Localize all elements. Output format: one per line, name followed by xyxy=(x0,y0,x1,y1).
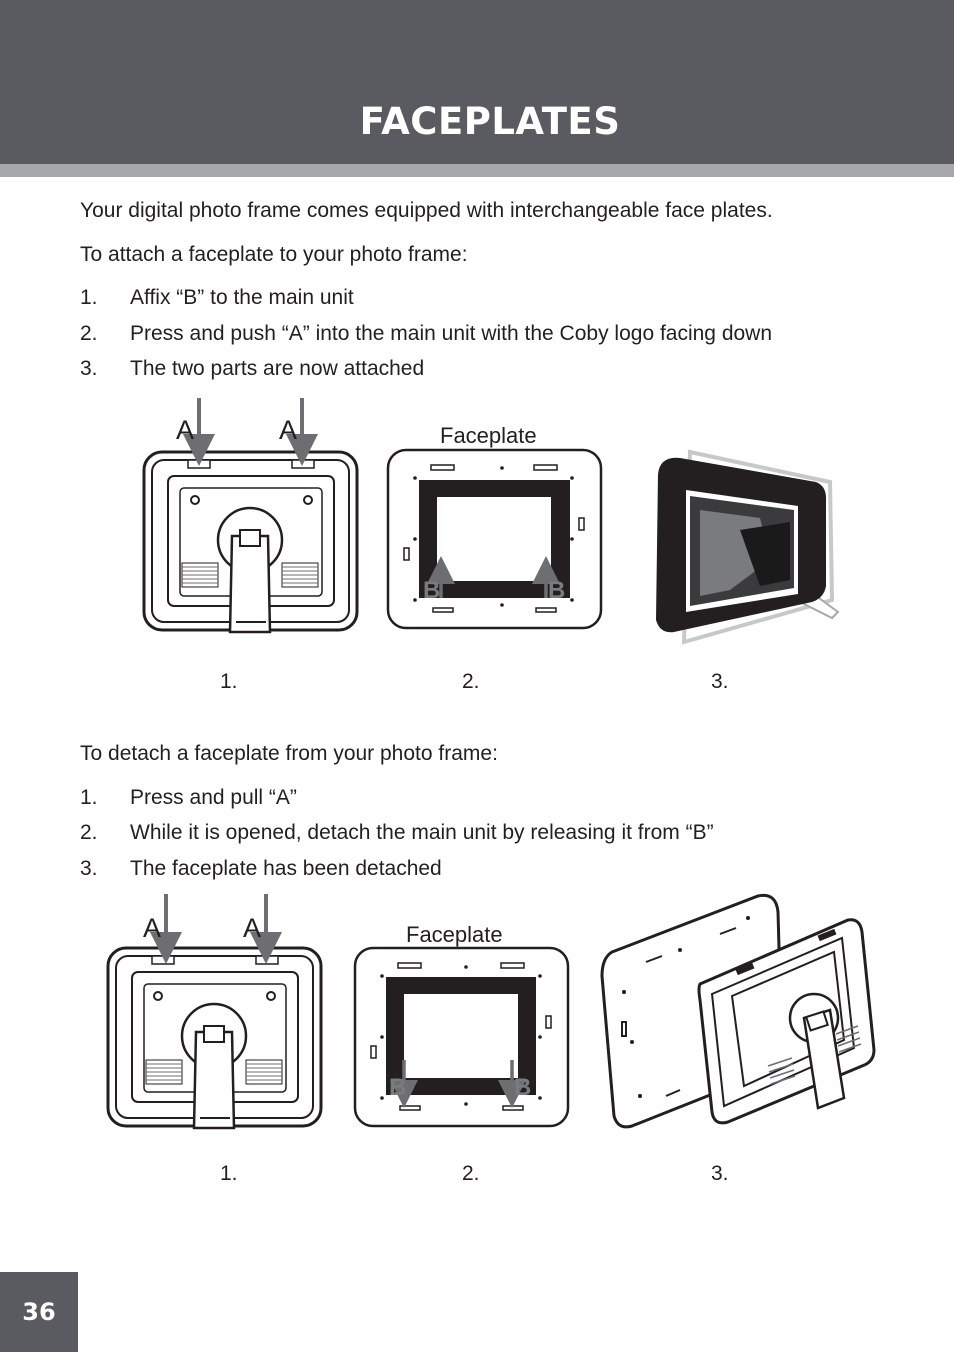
page-title: FACEPLATES xyxy=(359,100,621,143)
attach-step-1-number: 1. xyxy=(80,286,98,309)
attach-label-b-right: B xyxy=(548,577,565,604)
attach-figure: A A Faceplate B B xyxy=(142,398,840,645)
detached-parts-illustration xyxy=(600,893,876,1129)
intro-text: Your digital photo frame comes equipped … xyxy=(80,199,773,222)
frame-back-illustration: A A xyxy=(142,398,359,634)
detach-label-a-left: A xyxy=(143,913,161,943)
page-number-box: 36 xyxy=(0,1272,78,1352)
header-stripe xyxy=(0,164,954,177)
detach-step-2-text: While it is opened, detach the main unit… xyxy=(130,821,714,844)
detach-faceplate-illustration: Faceplate B B xyxy=(353,922,570,1128)
detach-caption-3: 3. xyxy=(711,1162,729,1185)
detach-step-1-number: 1. xyxy=(80,786,98,809)
detach-step-1-text: Press and pull “A” xyxy=(130,786,297,809)
attach-step-2-text: Press and push “A” into the main unit wi… xyxy=(130,322,773,345)
attach-faceplate-label: Faceplate xyxy=(440,423,537,448)
detach-label-b-left: B xyxy=(389,1074,406,1101)
detach-frame-back-illustration: A A xyxy=(106,894,323,1130)
attach-step-1-text: Affix “B” to the main unit xyxy=(130,286,354,309)
attach-heading: To attach a faceplate to your photo fram… xyxy=(80,243,468,266)
detach-faceplate-label: Faceplate xyxy=(406,922,503,947)
attach-step-2-number: 2. xyxy=(80,322,98,345)
detach-caption-2: 2. xyxy=(462,1162,480,1185)
detach-heading: To detach a faceplate from your photo fr… xyxy=(80,742,498,765)
page-number: 36 xyxy=(22,1298,56,1326)
detach-step-3-number: 3. xyxy=(80,857,98,880)
attach-caption-1: 1. xyxy=(220,670,238,693)
detach-step-2-number: 2. xyxy=(80,821,98,844)
detach-label-a-right: A xyxy=(243,913,261,943)
detach-caption-1: 1. xyxy=(220,1162,238,1185)
attach-label-a-right: A xyxy=(279,415,297,445)
assembled-frame-illustration xyxy=(656,449,840,645)
header-bar xyxy=(0,0,954,164)
detach-step-3-text: The faceplate has been detached xyxy=(130,857,442,880)
attach-label-b-left: B xyxy=(423,577,440,604)
detach-figure: A A Faceplate B B xyxy=(106,893,876,1130)
attach-step-3-number: 3. xyxy=(80,357,98,380)
attach-caption-3: 3. xyxy=(711,670,729,693)
attach-label-a-left: A xyxy=(176,415,194,445)
attach-caption-2: 2. xyxy=(462,670,480,693)
detach-label-b-right: B xyxy=(514,1074,531,1101)
faceplate-illustration: Faceplate B B xyxy=(386,423,603,630)
attach-step-3-text: The two parts are now attached xyxy=(130,357,425,380)
